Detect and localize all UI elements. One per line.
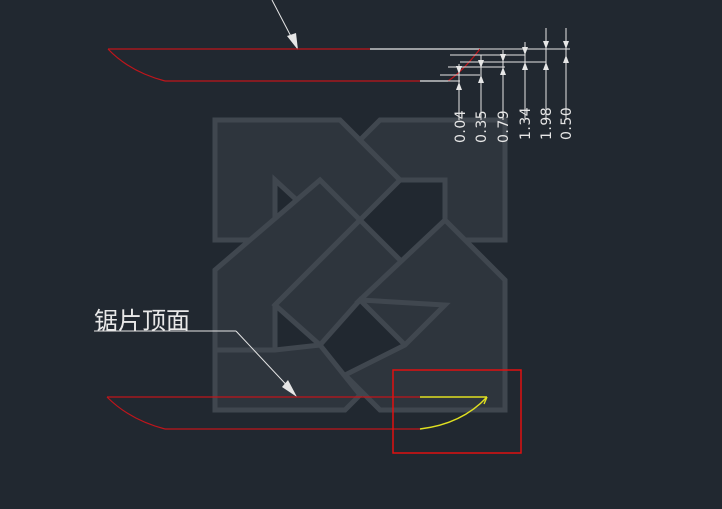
dimension-value-6[interactable]: 0.50 [559, 107, 575, 140]
dimension-value-4[interactable]: 1.34 [518, 107, 534, 140]
blade-top-leader[interactable]: 锯片顶面 [94, 307, 297, 397]
selection-box[interactable] [392, 369, 522, 454]
blade-top-label: 锯片顶面 [94, 307, 190, 335]
highlighted-tip-profile[interactable] [419, 396, 488, 430]
knot-logo-icon [212, 117, 508, 413]
dimension-value-5[interactable]: 1.98 [539, 107, 555, 140]
bottom-blade-profile[interactable] [106, 396, 420, 430]
dimension-value-1[interactable]: 0.04 [453, 110, 469, 143]
dimension-value-3[interactable]: 0.79 [496, 110, 512, 143]
dimension-value-2[interactable]: 0.35 [474, 110, 490, 143]
top-leader [271, 0, 298, 50]
top-blade-profile[interactable] [107, 48, 481, 82]
dimension-arrows [456, 41, 569, 90]
